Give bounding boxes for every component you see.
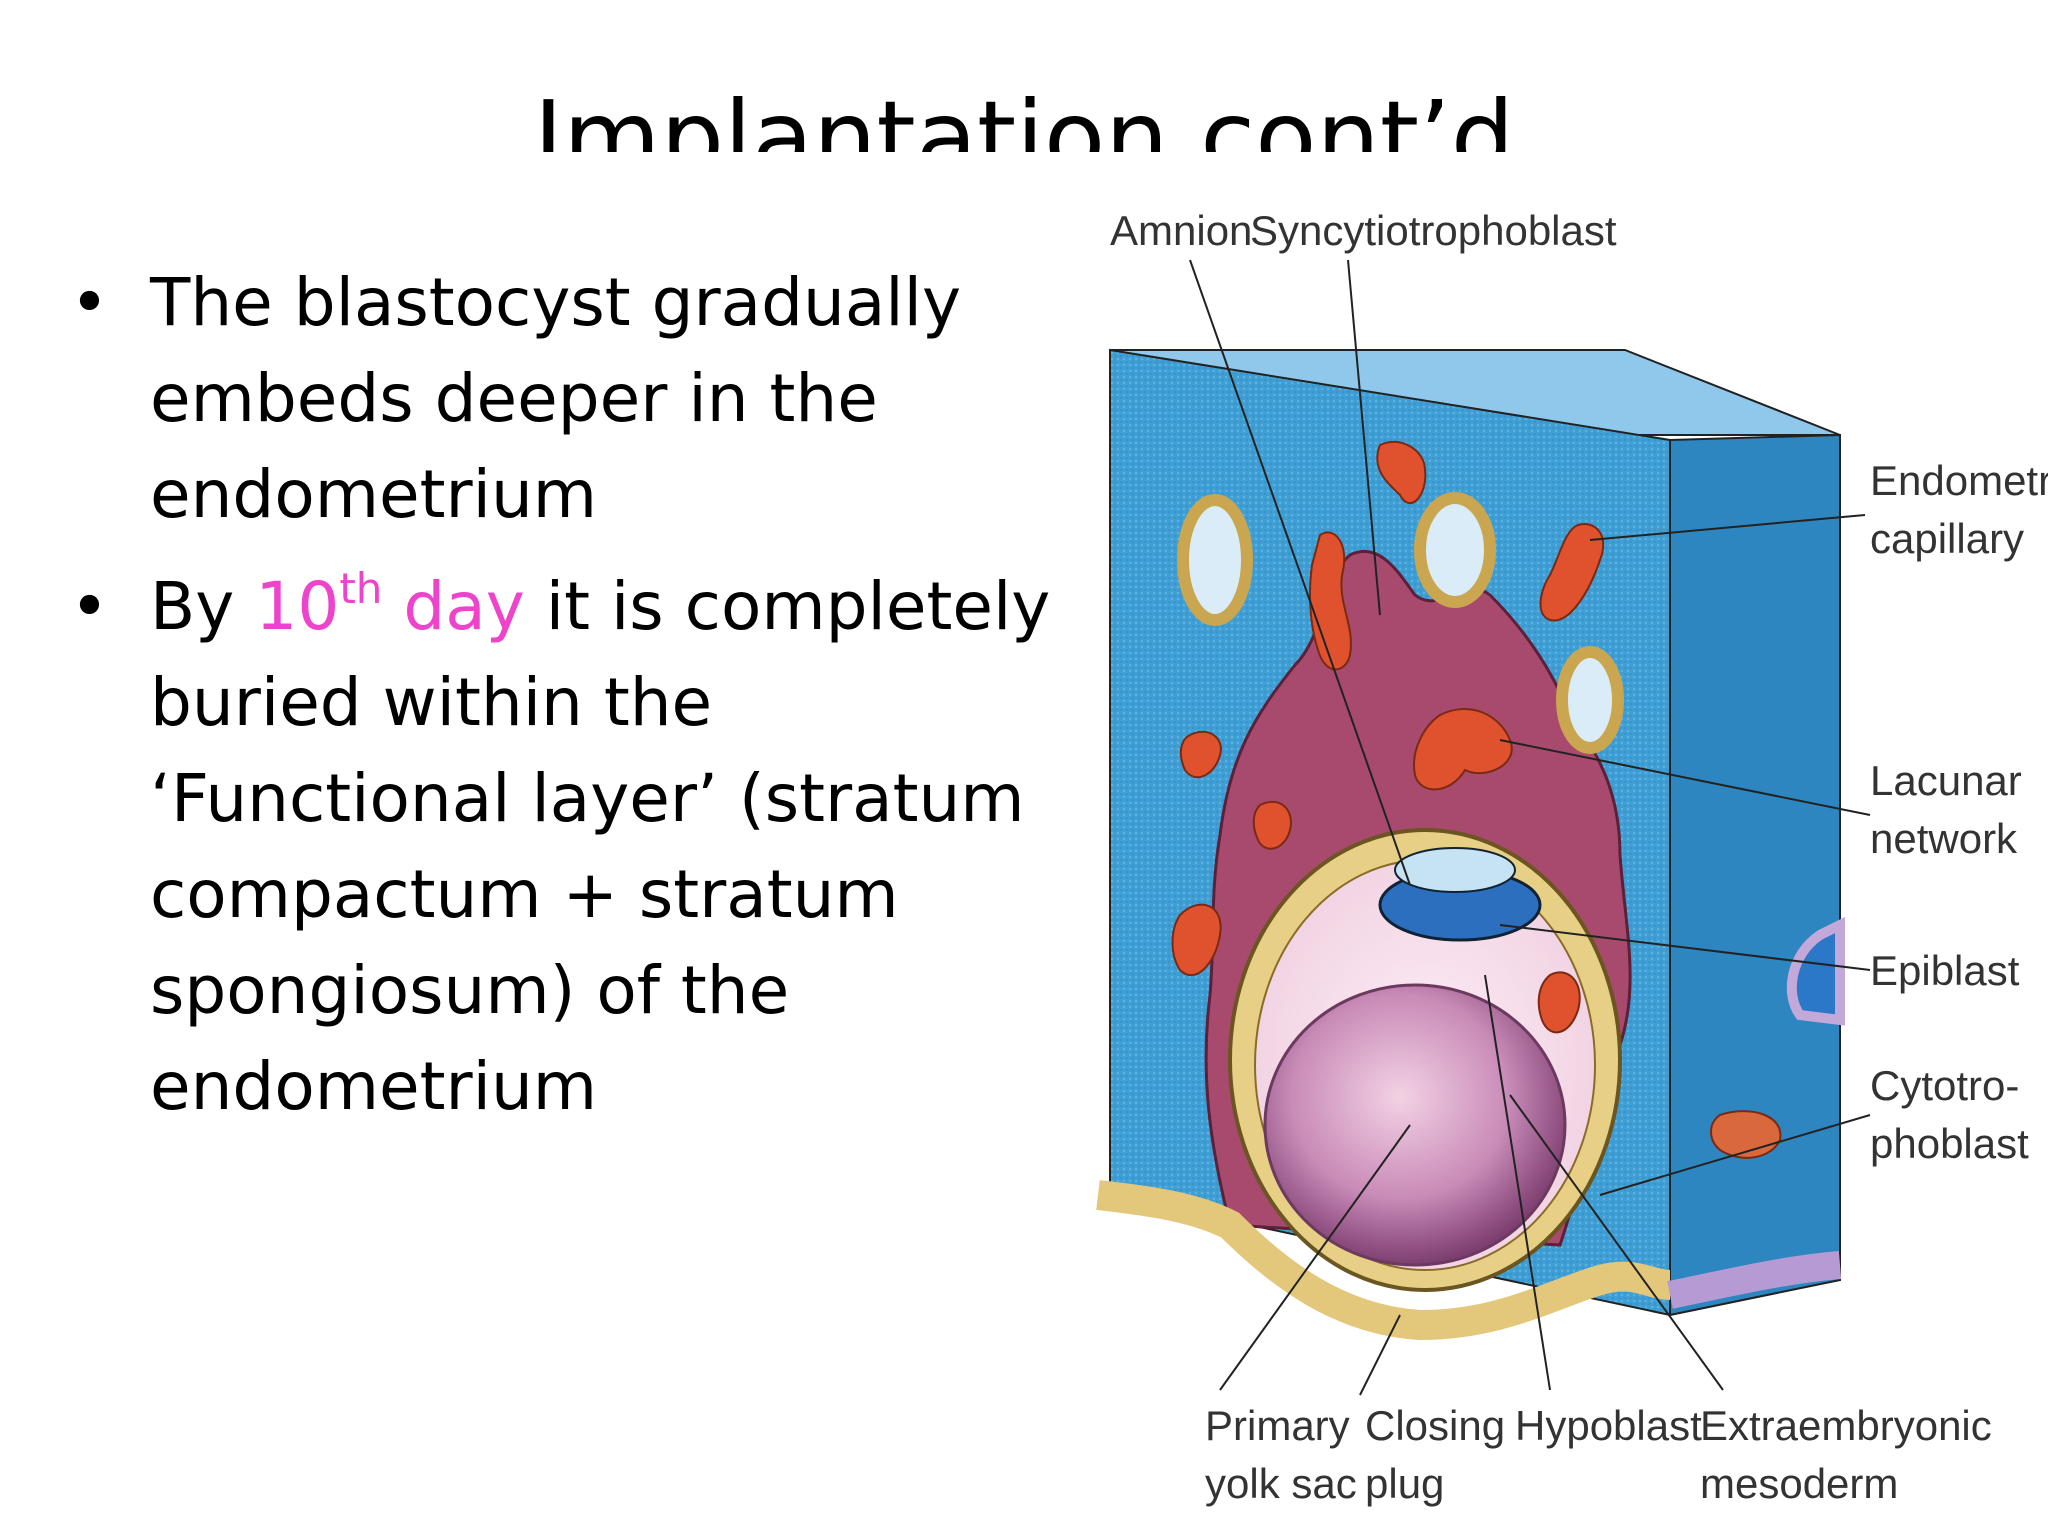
bullet-marker: • <box>70 568 109 645</box>
endometrial-capillary <box>1171 903 1222 977</box>
label-network: network <box>1870 815 2018 862</box>
label-amnion: Amnion <box>1110 207 1252 254</box>
label-primary: Primary <box>1205 1402 1350 1449</box>
label-endometrial: Endometrial <box>1870 457 2048 504</box>
lacunar-network <box>1309 531 1352 671</box>
bullet-list: • The blastocyst gradually embeds deeper… <box>70 255 1090 1151</box>
bullet-text: The blastocyst gradually embeds deeper i… <box>150 264 962 533</box>
leader-lines <box>1189 259 1871 1396</box>
bullet-text-prefix: By <box>150 568 256 645</box>
endometrial-capillary <box>1376 440 1427 504</box>
bullet-item: • By 10th day it is completely buried wi… <box>70 559 1090 1135</box>
uterine-gland-side <box>1786 916 1845 1026</box>
label-syncytiotrophoblast: Syncytiotrophoblast <box>1250 207 1617 254</box>
surface-epithelium-side <box>1667 1251 1842 1309</box>
highlight-word: day <box>382 568 525 645</box>
label-hypoblast: Hypoblast <box>1515 1402 1702 1449</box>
uterine-gland <box>1414 492 1496 608</box>
highlight-superscript: th <box>339 564 383 613</box>
bullet-item: • The blastocyst gradually embeds deeper… <box>70 255 1090 543</box>
lacunar-network <box>1413 708 1513 791</box>
label-phoblast: phoblast <box>1870 1120 2029 1167</box>
lacunar-network <box>1537 971 1581 1034</box>
uterine-gland <box>1177 494 1253 626</box>
implantation-diagram: Amnion Syncytiotrophoblast Endometrial c… <box>1080 195 2048 1536</box>
slide-title: Implantation cont’d <box>533 79 1515 152</box>
diagram-svg: Amnion Syncytiotrophoblast Endometrial c… <box>1096 207 2048 1507</box>
amnion-cavity <box>1394 847 1516 893</box>
primary-yolk-sac <box>1263 983 1567 1267</box>
label-extraembryonic: Extraembryonic <box>1700 1402 1992 1449</box>
highlight-number: 10 <box>255 568 340 645</box>
label-plug: plug <box>1365 1460 1444 1507</box>
label-mesoderm: mesoderm <box>1700 1460 1898 1507</box>
title-area: Implantation cont’d <box>0 0 2048 152</box>
uterine-gland <box>1556 646 1624 754</box>
label-capillary: capillary <box>1870 515 2024 562</box>
label-yolk-sac: yolk sac <box>1205 1460 1357 1507</box>
surface-epithelium <box>1096 1180 1672 1341</box>
highlight-day: 10th day <box>255 568 525 646</box>
label-lacunar: Lacunar <box>1870 757 2022 804</box>
label-epiblast: Epiblast <box>1870 947 2020 994</box>
label-closing: Closing <box>1365 1402 1505 1449</box>
lacunar-network <box>1252 800 1292 850</box>
endometrial-capillary <box>1179 730 1222 779</box>
block-side-face <box>1669 433 1841 1317</box>
bullet-text-suffix: it is completely buried within the ‘Func… <box>150 568 1051 1125</box>
label-cytotro: Cytotro- <box>1870 1062 2019 1109</box>
bullet-marker: • <box>70 264 109 341</box>
